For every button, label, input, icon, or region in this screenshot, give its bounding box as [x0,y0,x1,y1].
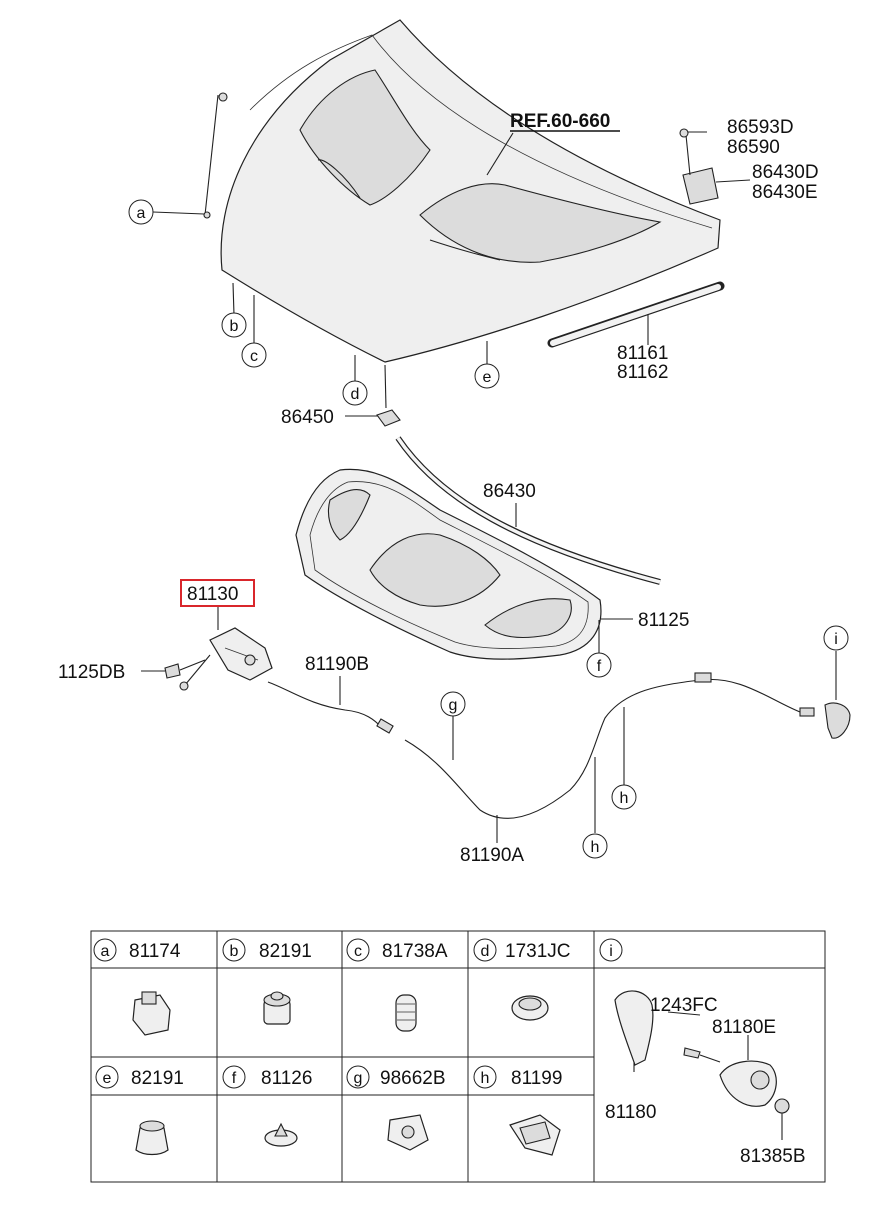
label-81125: 81125 [638,610,689,631]
label-81180E: 81180E [712,1017,776,1038]
legend-cell-b: b 82191 [222,938,312,962]
svg-text:d: d [351,386,360,403]
legend-table: a 81174 b 82191 c 81738A d 1731JC i e 82… [90,930,826,1183]
svg-text:i: i [609,943,613,960]
release-cable [267,672,851,819]
svg-text:81126: 81126 [261,1068,312,1089]
svg-text:a: a [101,943,110,960]
highlight-box-81130 [180,579,255,607]
svg-text:81199: 81199 [511,1068,562,1089]
callout-e: e [474,363,500,389]
hood-panel [203,19,725,427]
part-98662B-illustration [387,1114,429,1151]
label-86450: 86450 [281,407,334,428]
svg-text:h: h [481,1070,490,1087]
label-86430D: 86430D [752,162,819,183]
svg-text:g: g [354,1070,363,1087]
callout-b: b [221,312,247,338]
legend-cell-f: f 81126 [222,1065,312,1089]
label-81130: 81130 [187,584,238,605]
svg-text:e: e [483,369,492,386]
svg-text:c: c [354,943,362,960]
callout-f: f [586,652,612,678]
label-81180: 81180 [605,1102,656,1123]
label-81385B: 81385B [740,1146,806,1167]
callout-a: a [128,199,154,225]
hood-latch-81130 [164,627,273,691]
label-81162: 81162 [617,362,668,383]
legend-cell-e: e 82191 [95,1065,184,1089]
label-81161: 81161 [617,343,668,364]
legend-cell-i: i [599,938,623,962]
legend-cell-c: c 81738A [346,938,448,962]
callout-h-lower: h [582,833,608,859]
legend-cell-d: d 1731JC [473,938,571,962]
callout-h-upper: h [611,784,637,810]
callout-d: d [342,380,368,406]
label-86430E: 86430E [752,182,818,203]
part-1731JC-illustration [511,995,549,1021]
svg-text:c: c [250,348,258,365]
svg-text:98662B: 98662B [380,1068,446,1089]
svg-text:d: d [481,943,490,960]
label-86590: 86590 [727,137,780,158]
label-1243FC: 1243FC [650,995,718,1016]
svg-text:81174: 81174 [129,941,181,962]
part-81738A-illustration [395,994,417,1032]
svg-text:f: f [232,1070,237,1087]
svg-text:e: e [103,1070,112,1087]
callout-c: c [241,342,267,368]
svg-text:82191: 82191 [259,941,312,962]
part-81126-illustration [264,1122,298,1147]
svg-text:81738A: 81738A [382,941,448,962]
label-81190B: 81190B [305,654,369,675]
callout-g: g [440,691,466,717]
legend-cell-a: a 81174 [93,938,181,962]
svg-text:a: a [137,205,146,222]
svg-text:i: i [834,631,838,648]
svg-text:f: f [597,658,602,675]
svg-text:b: b [230,943,239,960]
svg-text:h: h [591,839,600,856]
part-81174-illustration [132,991,171,1036]
svg-text:h: h [620,790,629,807]
callout-i: i [823,625,849,651]
label-1125DB: 1125DB [58,662,125,683]
svg-text:g: g [449,697,458,714]
part-81199-illustration [509,1114,561,1156]
label-86430: 86430 [483,481,536,502]
part-82191-e-illustration [135,1120,169,1156]
hood-insulator-81125 [295,468,602,660]
lift-strut-81161 [547,281,725,348]
part-82191-illustration [263,991,291,1025]
detail-i-release-handle [614,990,790,1140]
label-81190A: 81190A [460,845,524,866]
label-86593D: 86593D [727,117,794,138]
legend-cell-g: g 98662B [346,1065,446,1089]
legend-cell-h: h 81199 [473,1065,562,1089]
svg-text:1731JC: 1731JC [505,941,571,962]
leader-lines [141,131,837,843]
svg-text:82191: 82191 [131,1068,184,1089]
svg-text:b: b [230,318,239,335]
ref-label: REF.60-660 [510,111,610,132]
